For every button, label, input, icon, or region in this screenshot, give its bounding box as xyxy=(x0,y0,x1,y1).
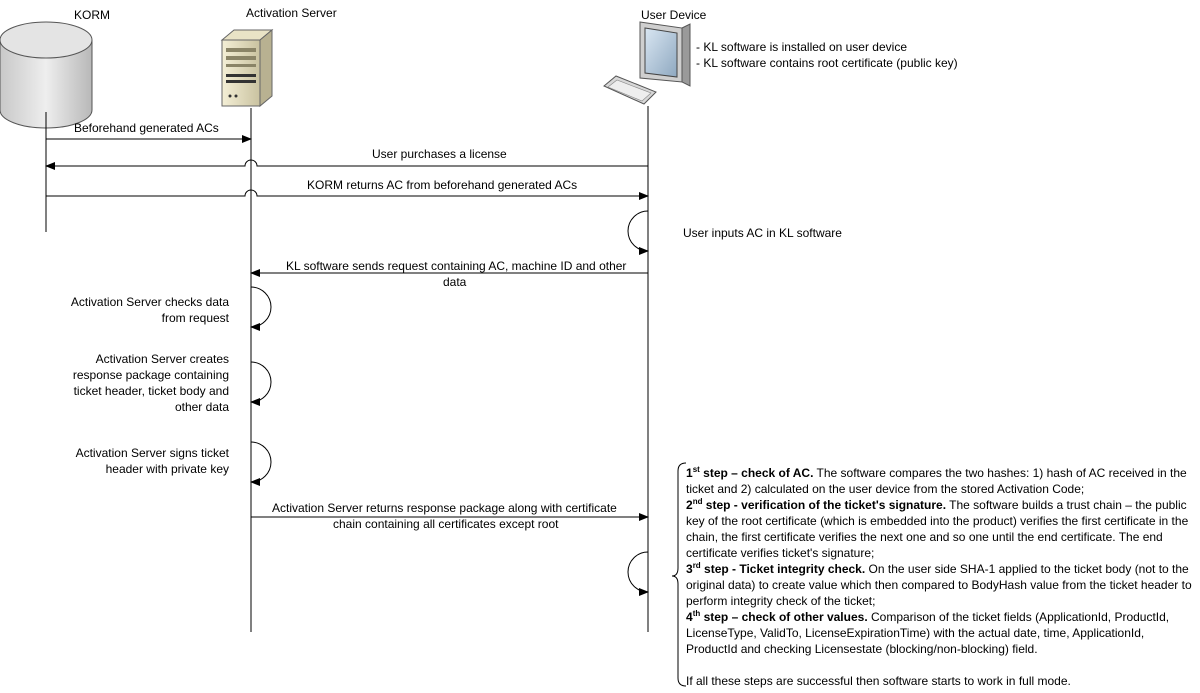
message-arrow-m3 xyxy=(46,189,649,200)
device-note-1: - KL software is installed on user devic… xyxy=(696,40,907,54)
self-action-server-creates-4: other data xyxy=(174,400,229,414)
step-1-title: step – check of AC. xyxy=(699,466,814,480)
message-label-m3: KORM returns AC from beforehand generate… xyxy=(307,178,578,192)
message-label-m2: User purchases a license xyxy=(372,147,507,161)
self-action-server-checks-1: Activation Server checks data xyxy=(70,295,229,309)
step-3-number: 3 xyxy=(686,562,693,576)
self-action-server-creates-1: Activation Server creates xyxy=(95,352,229,366)
step-2-body: The software builds a trust chain – the … xyxy=(686,498,1189,560)
self-action-server-checks-2: from request xyxy=(161,311,229,325)
step-4-body: Comparison of the ticket fields (Applica… xyxy=(686,610,1170,656)
message-label-m5-line2: chain containing all certificates except… xyxy=(333,517,559,531)
step-3: 3rd step - Ticket integrity check. On th… xyxy=(686,561,1194,609)
step-2-number: 2 xyxy=(686,498,693,512)
step-4-title: step – check of other values. xyxy=(700,610,868,624)
step-1-suffix: st xyxy=(692,465,700,474)
final-note: If all these steps are successful then s… xyxy=(686,674,1071,688)
step-2-suffix: nd xyxy=(692,497,703,506)
step-4-number: 4 xyxy=(686,610,693,624)
self-loop-user-inputs xyxy=(627,210,649,255)
korm-database-icon xyxy=(0,21,93,129)
self-loop-device-verification xyxy=(627,551,649,596)
step-1-number: 1 xyxy=(686,466,693,480)
steps-brace xyxy=(671,462,687,687)
step-4-suffix: th xyxy=(692,609,701,618)
message-label-m4-line1: KL software sends request containing AC,… xyxy=(286,259,627,273)
self-loop-server-signs xyxy=(250,441,272,486)
participant-server-label: Activation Server xyxy=(246,6,337,20)
step-1-body: The software compares the two hashes: 1)… xyxy=(686,466,1187,496)
message-arrow-m2 xyxy=(45,159,648,170)
participant-device-label: User Device xyxy=(641,8,707,22)
participant-korm-label: KORM xyxy=(74,8,110,22)
message-label-m5-line1: Activation Server returns response packa… xyxy=(272,501,617,515)
step-2: 2nd step - verification of the ticket's … xyxy=(686,497,1194,561)
step-2-title: step - verification of the ticket's sign… xyxy=(702,498,947,512)
step-4: 4th step – check of other values. Compar… xyxy=(686,609,1194,657)
self-action-server-signs-2: header with private key xyxy=(105,462,229,476)
self-loop-server-creates xyxy=(250,361,272,406)
self-action-user-inputs: User inputs AC in KL software xyxy=(683,226,842,240)
step-1: 1st step – check of AC. The software com… xyxy=(686,465,1194,497)
message-label-m4-line2: data xyxy=(443,275,467,289)
user-device-icon xyxy=(603,21,691,105)
device-note-2: - KL software contains root certificate … xyxy=(696,56,958,70)
self-action-server-signs-1: Activation Server signs ticket xyxy=(75,446,229,460)
message-label-m1: Beforehand generated ACs xyxy=(74,121,219,135)
self-action-server-creates-2: response package containing xyxy=(72,368,229,382)
step-3-suffix: rd xyxy=(692,561,701,570)
activation-server-icon xyxy=(220,28,274,108)
self-action-server-creates-3: ticket header, ticket body and xyxy=(73,384,229,398)
step-3-title: step - Ticket integrity check. xyxy=(700,562,866,576)
step-3-body: On the user side SHA-1 applied to the ti… xyxy=(686,562,1192,608)
self-loop-server-checks xyxy=(250,286,272,331)
verification-steps: 1st step – check of AC. The software com… xyxy=(686,465,1194,689)
